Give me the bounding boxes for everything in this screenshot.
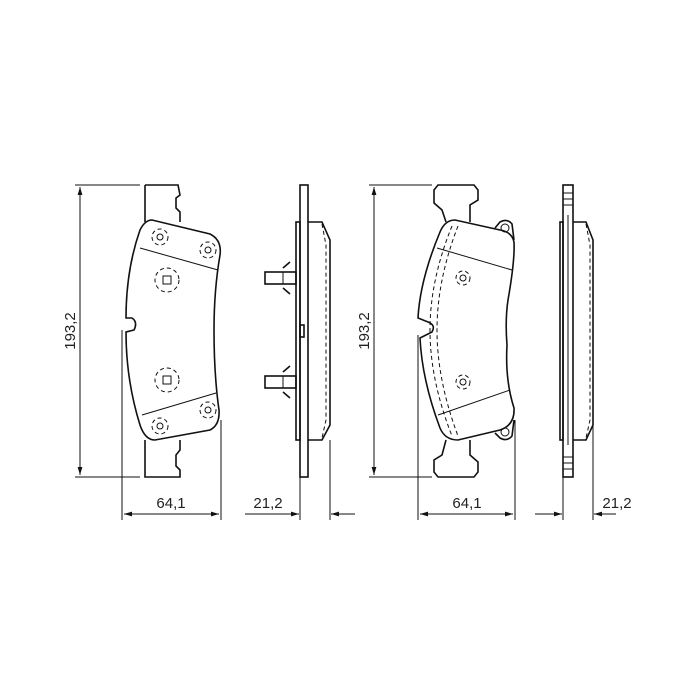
pad1-side-view <box>264 184 331 478</box>
pad1-thickness-label: 21,2 <box>253 495 282 512</box>
pad2-backing-plate <box>433 184 479 478</box>
pad1-clip-bottom <box>264 365 297 399</box>
pad1-friction-material <box>125 219 222 441</box>
pad2-wear-line-bottom <box>437 389 511 416</box>
pad2-wear-line-top <box>436 247 513 271</box>
pad1-wear-line-top <box>139 247 219 271</box>
pad1-backing-plate <box>144 184 181 478</box>
pad1-clip-top <box>264 261 297 295</box>
pad2-friction-material <box>417 219 515 441</box>
pad2-front-view <box>417 184 515 478</box>
pad1-height-label: 193,2 <box>62 312 79 350</box>
pad1-pins <box>151 228 217 435</box>
pad2-chamfer-line <box>429 225 459 437</box>
pad1-front-view <box>125 184 222 478</box>
pad1-width-label: 64,1 <box>156 495 185 512</box>
pad2-height-label: 193,2 <box>356 312 373 350</box>
pad1-dimensions: 193,2 64,1 21,2 <box>62 184 355 520</box>
pad2-ear-top <box>494 219 515 241</box>
pad2-dimensions: 193,2 64,1 21,2 <box>356 184 632 520</box>
pad2-ear-bottom <box>494 419 515 441</box>
pad2-side-view <box>559 184 594 478</box>
pad2-thickness-label: 21,2 <box>602 495 631 512</box>
pad2-width-label: 64,1 <box>452 495 481 512</box>
pad1-wear-line-bottom <box>141 392 217 416</box>
